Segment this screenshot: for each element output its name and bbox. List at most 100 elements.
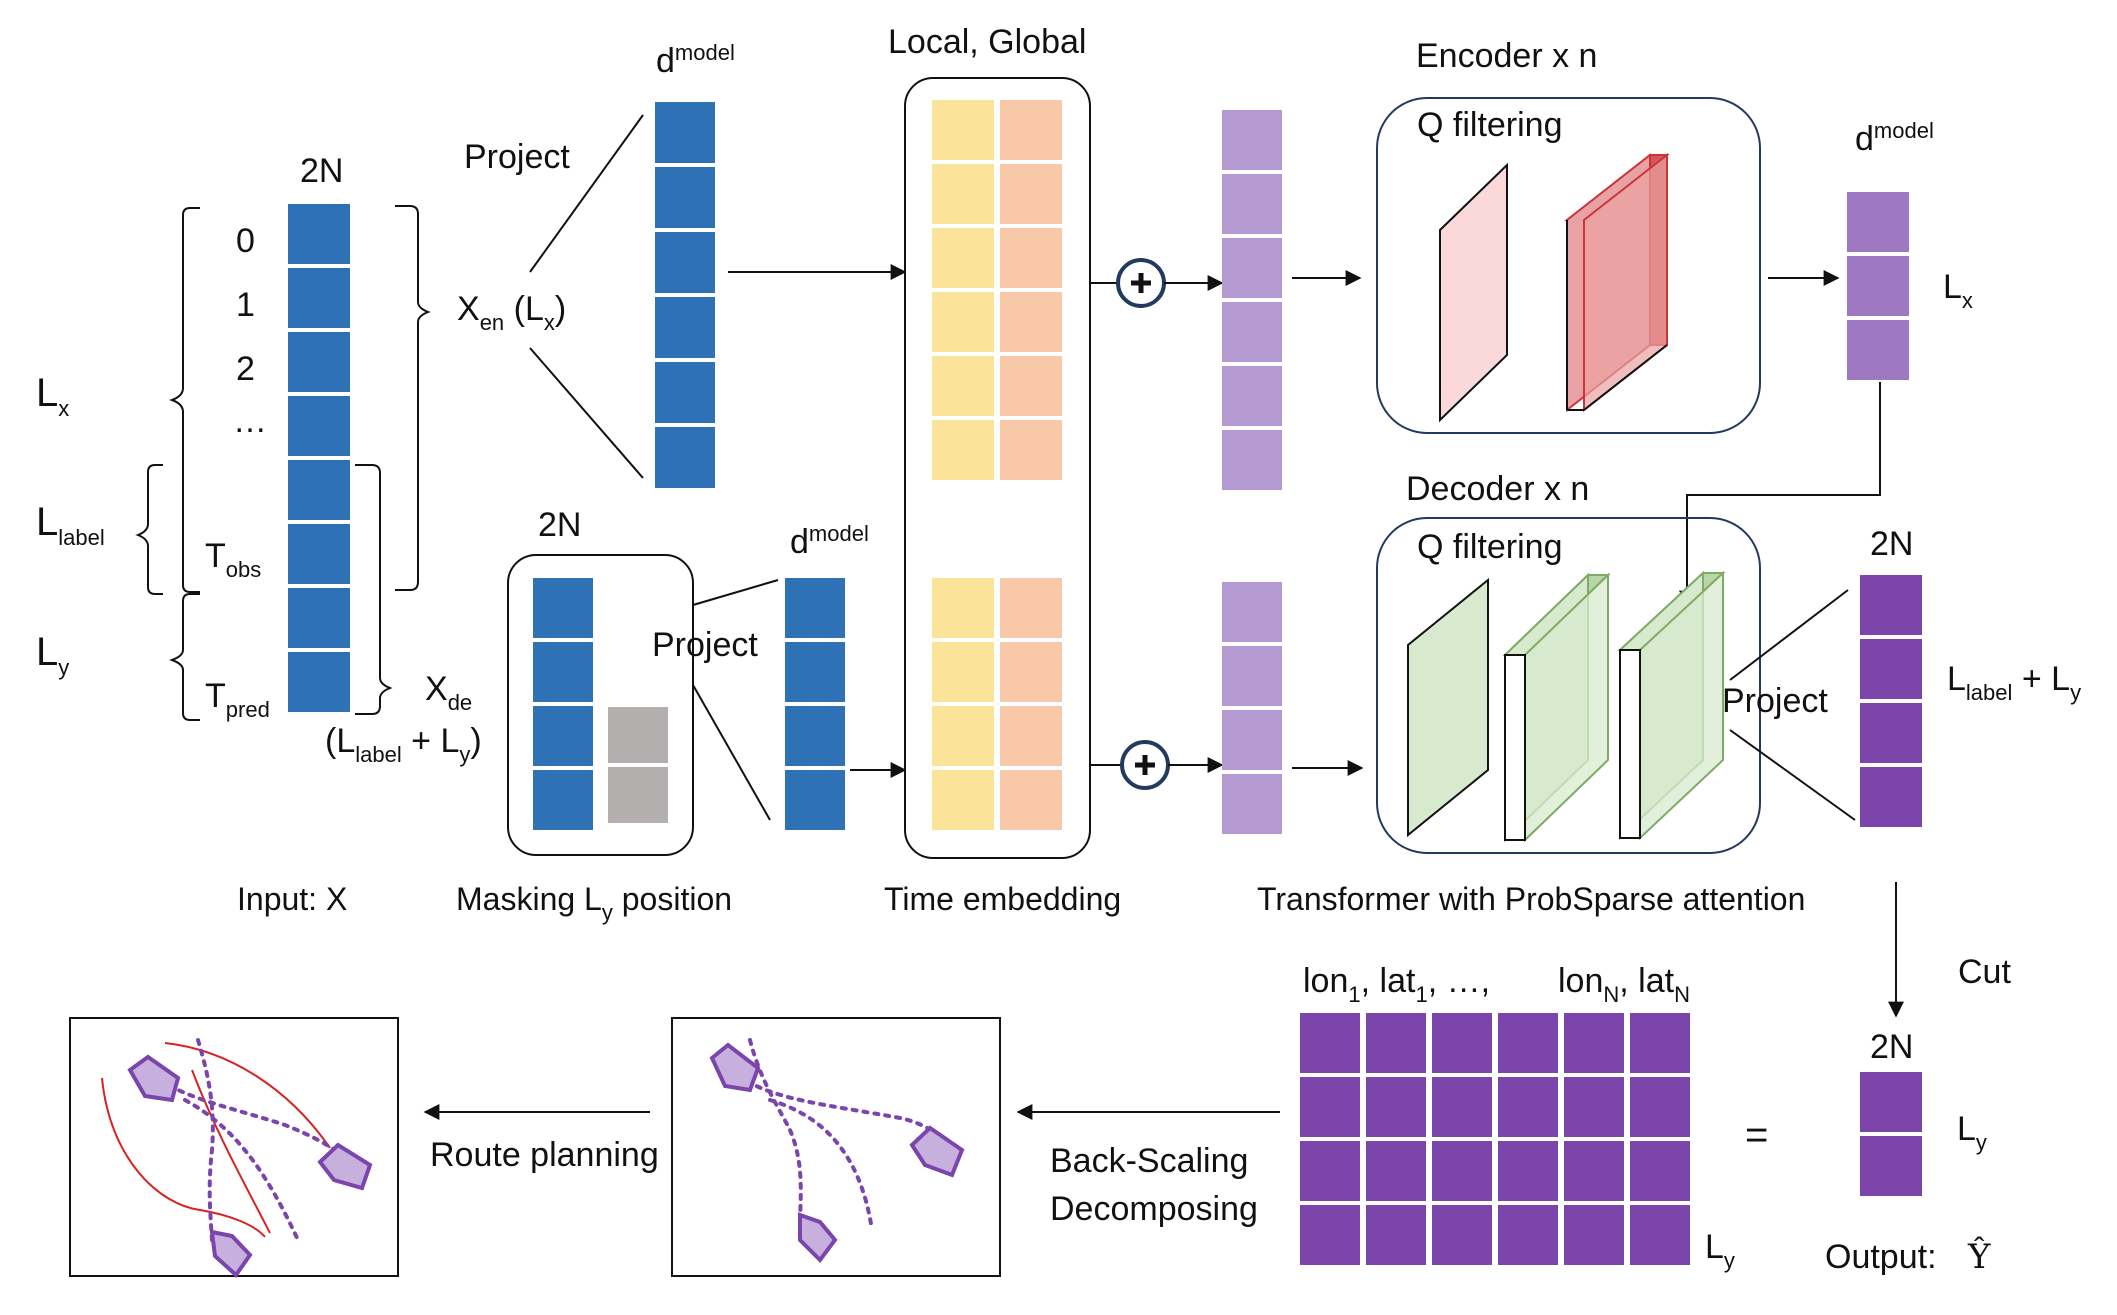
index-label-2: 2 [236, 350, 255, 388]
coordinate-cell [1366, 1205, 1426, 1265]
coordinate-cell [1630, 1141, 1690, 1201]
masking-title: 2N [538, 506, 581, 544]
encoder-output-cell [1847, 256, 1909, 316]
local-embedding-cell [932, 356, 994, 416]
encoder-projection: Project dmodel [464, 40, 907, 488]
encoder-filter-label: Q filtering [1417, 106, 1563, 144]
cut-label: Cut [1958, 953, 2011, 991]
decoder-section: Decoder x n Q filtering Project 2N Llabe… [1257, 470, 2081, 917]
projected-cell [655, 167, 715, 228]
project-label: Project [464, 138, 570, 176]
decoder-output-title: 2N [1870, 525, 1913, 563]
index-label-1: 1 [236, 286, 255, 324]
ship-icon [127, 1054, 181, 1103]
decoder-output-label: Llabel + Ly [1947, 660, 2081, 705]
transformer-caption: Transformer with ProbSparse attention [1257, 881, 1805, 917]
masking-caption: Masking Ly position [456, 881, 732, 925]
local-embedding-cell [932, 292, 994, 352]
brace-ly [169, 593, 200, 721]
embedding-cell [1222, 174, 1282, 234]
coordinate-cell [1432, 1077, 1492, 1137]
brace-xen [395, 205, 431, 591]
projected-encoder-column [655, 102, 715, 488]
output-section: Cut 2N Ly = Output: Ŷ [1745, 882, 2011, 1277]
embedding-cell [1222, 238, 1282, 298]
coordinate-grid [1300, 1013, 1690, 1265]
coordinate-cell [1498, 1013, 1558, 1073]
coordinate-cell [1366, 1013, 1426, 1073]
index-label-ellipsis: … [233, 402, 267, 440]
grid-header-left: lon1, lat1, …, [1303, 962, 1490, 1007]
output-ly: Ly [1957, 1110, 1987, 1155]
decoder-filter-label: Q filtering [1417, 528, 1563, 566]
output-symbol: Ŷ [1967, 1236, 1991, 1277]
embedding-cell [1222, 710, 1282, 770]
projected-cell [785, 642, 845, 702]
time-embedding-caption: Time embedding [884, 881, 1121, 917]
decoder-title: Decoder x n [1406, 470, 1589, 508]
input-cell [288, 268, 350, 328]
grid-ly: Ly [1705, 1228, 1735, 1273]
coordinate-cell [1366, 1141, 1426, 1201]
masking-cell [533, 706, 593, 766]
decoder-output-cell [1860, 639, 1922, 699]
back-scaling-label: Back-Scaling [1050, 1142, 1248, 1180]
local-embedding-cell [932, 578, 994, 638]
masking-cell [533, 578, 593, 638]
encoder-output-column [1847, 192, 1909, 380]
dmodel-label-decoder-input: dmodel [790, 521, 869, 561]
local-embedding-cell [932, 228, 994, 288]
decoder-output-cell [1860, 575, 1922, 635]
masked-cell [608, 767, 668, 823]
decoder-output-cell [1860, 703, 1922, 763]
embedding-cell [1222, 430, 1282, 490]
masking-cell [533, 770, 593, 830]
masking-input-column [533, 578, 593, 830]
decoder-embedding-column [1222, 582, 1282, 834]
masking-cell [533, 642, 593, 702]
decoder-output-column [1860, 575, 1922, 827]
coordinate-cell [1300, 1013, 1360, 1073]
embedding-cell [1222, 646, 1282, 706]
decoder-project-label: Project [1722, 682, 1828, 720]
coordinate-cell [1432, 1013, 1492, 1073]
lx-label: Lx [36, 371, 69, 421]
llabel-label: Llabel [36, 500, 105, 550]
projected-cell [785, 706, 845, 766]
encoder-output-lx: Lx [1943, 268, 1973, 313]
coordinate-cell [1498, 1205, 1558, 1265]
projected-cell [655, 102, 715, 163]
predicted-track-2 [158, 1078, 347, 1160]
embedding-cell [1222, 582, 1282, 642]
brace-llabel [135, 464, 163, 595]
local-embedding-cell [932, 164, 994, 224]
masking-box [507, 554, 694, 856]
masked-positions [608, 707, 668, 823]
input-cell [288, 332, 350, 392]
projected-cell [785, 578, 845, 638]
coordinate-grid-section: lon1, lat1, …, lonN, latN Ly [1300, 962, 1735, 1273]
output-label: Output: [1825, 1238, 1937, 1276]
input-cell [288, 588, 350, 648]
output-column [1860, 1072, 1922, 1196]
encoder-sparse-plane [1564, 152, 1670, 413]
input-cell [288, 460, 350, 520]
predicted-track-1 [748, 1038, 803, 1227]
encoder-add-node [1090, 258, 1224, 308]
local-embedding-cell [932, 642, 994, 702]
masking-project-label: Project [652, 626, 758, 664]
coordinate-cell [1300, 1141, 1360, 1201]
coordinate-cell [1630, 1077, 1690, 1137]
predicted-trajectories-panel [671, 1017, 1001, 1277]
coordinate-cell [1564, 1205, 1624, 1265]
embedding-cell [1222, 774, 1282, 834]
masked-cell [608, 707, 668, 763]
global-embedding-cell [1000, 356, 1062, 416]
coordinate-cell [1564, 1013, 1624, 1073]
encoder-box [1376, 97, 1761, 434]
ship-icon [798, 1212, 838, 1264]
local-embedding-cell [932, 706, 994, 766]
coordinate-cell [1432, 1205, 1492, 1265]
encoder-section: Encoder x n Q filtering dmodel Lx [1376, 37, 1973, 607]
